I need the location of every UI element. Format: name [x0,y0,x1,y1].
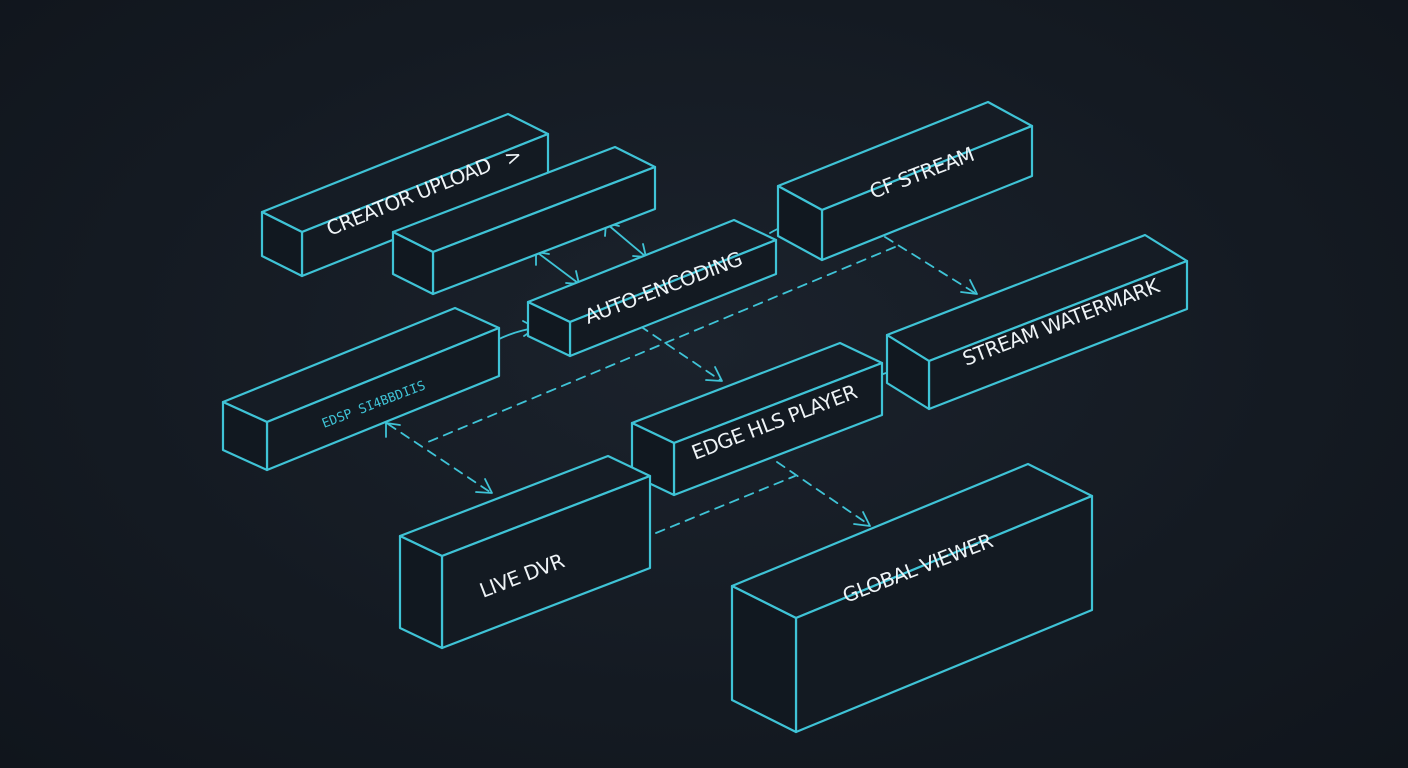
box-end-face [730,584,798,734]
connector-dvr-player-dashed [655,475,796,534]
connector-upload-encoding-1 [535,251,580,285]
connectors [385,217,978,534]
connector-subtitles-dvr [385,422,493,494]
box-edge-hls-player: EDGE HLS PLAYER [630,341,884,497]
box-cf-stream: CF STREAM [776,100,1034,262]
box-end-face [526,300,572,358]
connector-encoding-player [639,325,723,382]
box-end-face [221,400,269,472]
box-end-face [260,210,304,278]
box-end-face [776,184,824,262]
box-end-face [398,534,444,650]
box-live-dvr: LIVE DVR [398,454,652,650]
box-auto-encoding: AUTO-ENCODING [526,218,778,358]
connector-upload-encoding-2 [604,222,647,258]
box-end-face [885,333,931,411]
connector-cfstream-watermark [884,236,978,295]
box-upload-extension [391,145,657,296]
box-stream-watermark: STREAM WATERMARK [885,233,1189,411]
box-global-viewer: GLOBAL VIEWER [730,462,1094,734]
box-edge-subtitles: EDSP SI4BBDIIS [221,306,501,472]
connector-cfstream-subtitles [427,246,896,443]
connector-player-viewer [776,461,871,527]
box-end-face [391,230,435,296]
